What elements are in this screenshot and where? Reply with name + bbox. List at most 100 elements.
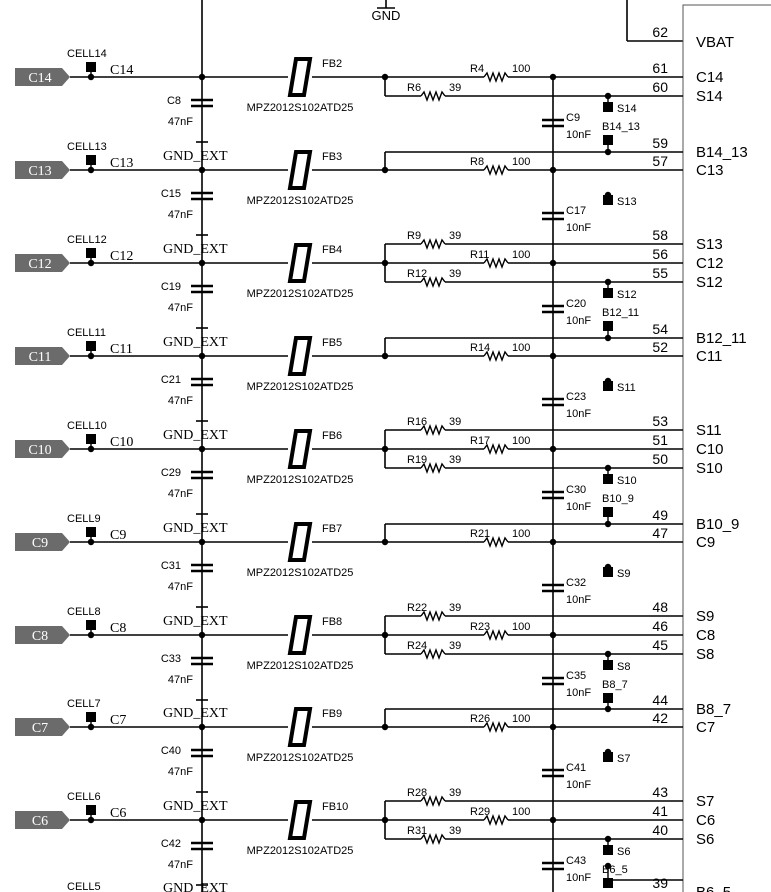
cell-label: CELL12 (67, 234, 107, 246)
resistor-ref: R31 (407, 825, 427, 837)
ferrite-bead (287, 57, 313, 97)
junction-dot (604, 862, 612, 870)
pin-number: 58 (652, 227, 668, 243)
ferrite-part: MPZ2012S102ATD25 (247, 195, 354, 207)
ferrite-label: FB4 (322, 244, 342, 256)
resistor (420, 462, 446, 474)
pin-number: 44 (652, 692, 668, 708)
resistor-value: 39 (449, 640, 461, 652)
connector-label: C12 (28, 257, 51, 272)
cell-label: CELL13 (67, 141, 107, 153)
resistor-value: 100 (512, 528, 530, 540)
resistor (420, 90, 446, 102)
gnd-ext-label: GND_EXT (163, 242, 228, 257)
bcap-value: 10nF (566, 408, 591, 420)
pin-number: 59 (652, 135, 668, 151)
ferrite-bead (287, 336, 313, 376)
cap-ref: C21 (161, 374, 181, 386)
test-point-label: S6 (617, 846, 630, 858)
bcap-value: 10nF (566, 872, 591, 884)
ferrite-bead (287, 243, 313, 283)
pin-number: 48 (652, 599, 668, 615)
ferrite-part: MPZ2012S102ATD25 (247, 660, 354, 672)
bcap-ref: C35 (566, 670, 586, 682)
resistor-ref: R4 (470, 63, 484, 75)
junction-dot (549, 73, 557, 81)
ferrite-bead (287, 707, 313, 747)
test-point-label: B14_13 (602, 121, 640, 133)
test-point-label: S13 (617, 196, 637, 208)
bcap-value: 10nF (566, 594, 591, 606)
cell-label: CELL7 (67, 698, 101, 710)
pin-number: 55 (652, 265, 668, 281)
resistor (483, 257, 509, 269)
pin-number: 42 (652, 710, 668, 726)
resistor (483, 443, 509, 455)
resistor-ref: R29 (470, 806, 490, 818)
resistor-value: 100 (512, 806, 530, 818)
bcap-ref: C32 (566, 577, 586, 589)
resistor-value: 39 (449, 602, 461, 614)
net-label: C10 (110, 435, 133, 450)
connector-c12 (15, 254, 70, 272)
resistor-ref: R17 (470, 435, 490, 447)
cap-value: 47nF (168, 302, 193, 314)
ferrite-label: FB2 (322, 58, 342, 70)
pin-number: 43 (652, 784, 668, 800)
ferrite-bead (287, 615, 313, 655)
cap-value: 47nF (168, 766, 193, 778)
pin-number: 53 (652, 413, 668, 429)
ferrite-part: MPZ2012S102ATD25 (247, 102, 354, 114)
connector-label: C6 (32, 814, 48, 829)
resistor-value: 100 (512, 713, 530, 725)
pin-number-62: 62 (652, 24, 668, 40)
ferrite-bead (287, 429, 313, 469)
connector-c13 (15, 161, 70, 179)
ferrite-part: MPZ2012S102ATD25 (247, 288, 354, 300)
pin-number: 46 (652, 618, 668, 634)
pin-signal: S13 (696, 236, 723, 253)
pin-signal: B6_5 (696, 884, 731, 892)
cap-ref: C40 (161, 745, 181, 757)
resistor-value: 39 (449, 454, 461, 466)
junction-dot (549, 723, 557, 731)
pin-signal: C10 (696, 441, 724, 458)
pin-number: 57 (652, 153, 668, 169)
test-point-label: S9 (617, 568, 630, 580)
cap-ref: C15 (161, 188, 181, 200)
test-point-label: B6_5 (602, 864, 628, 876)
test-point-label: B12_11 (602, 307, 639, 319)
cap-value: 47nF (168, 395, 193, 407)
cap-value: 47nF (168, 116, 193, 128)
pin-number: 49 (652, 507, 668, 523)
ferrite-label: FB3 (322, 151, 342, 163)
connector-label: C10 (28, 443, 51, 458)
pin-number: 56 (652, 246, 668, 262)
pin-signal: S12 (696, 274, 723, 291)
resistor (420, 833, 446, 845)
resistor (483, 350, 509, 362)
junction-dot (604, 191, 612, 199)
gnd-ext-label: GND_EXT (163, 335, 228, 350)
bcap-value: 10nF (566, 779, 591, 791)
junction-dot (604, 563, 612, 571)
bcap-ref: C43 (566, 855, 586, 867)
connector-label: C13 (28, 164, 51, 179)
cap-value: 47nF (168, 209, 193, 221)
resistor-ref: R8 (470, 156, 484, 168)
pin-number: 61 (652, 60, 668, 76)
resistor (420, 795, 446, 807)
pin-signal: C12 (696, 255, 724, 272)
resistor (483, 536, 509, 548)
resistor-value: 39 (449, 416, 461, 428)
test-point-label: S8 (617, 661, 630, 673)
net-label: C11 (110, 342, 133, 357)
pin-signal: C11 (696, 348, 722, 365)
test-point-label: S11 (617, 382, 636, 394)
resistor-ref: R28 (407, 787, 427, 799)
cap-ref: C8 (167, 95, 181, 107)
cell-label: CELL11 (67, 327, 106, 339)
bcap-ref: C23 (566, 391, 586, 403)
resistor-value: 100 (512, 342, 530, 354)
